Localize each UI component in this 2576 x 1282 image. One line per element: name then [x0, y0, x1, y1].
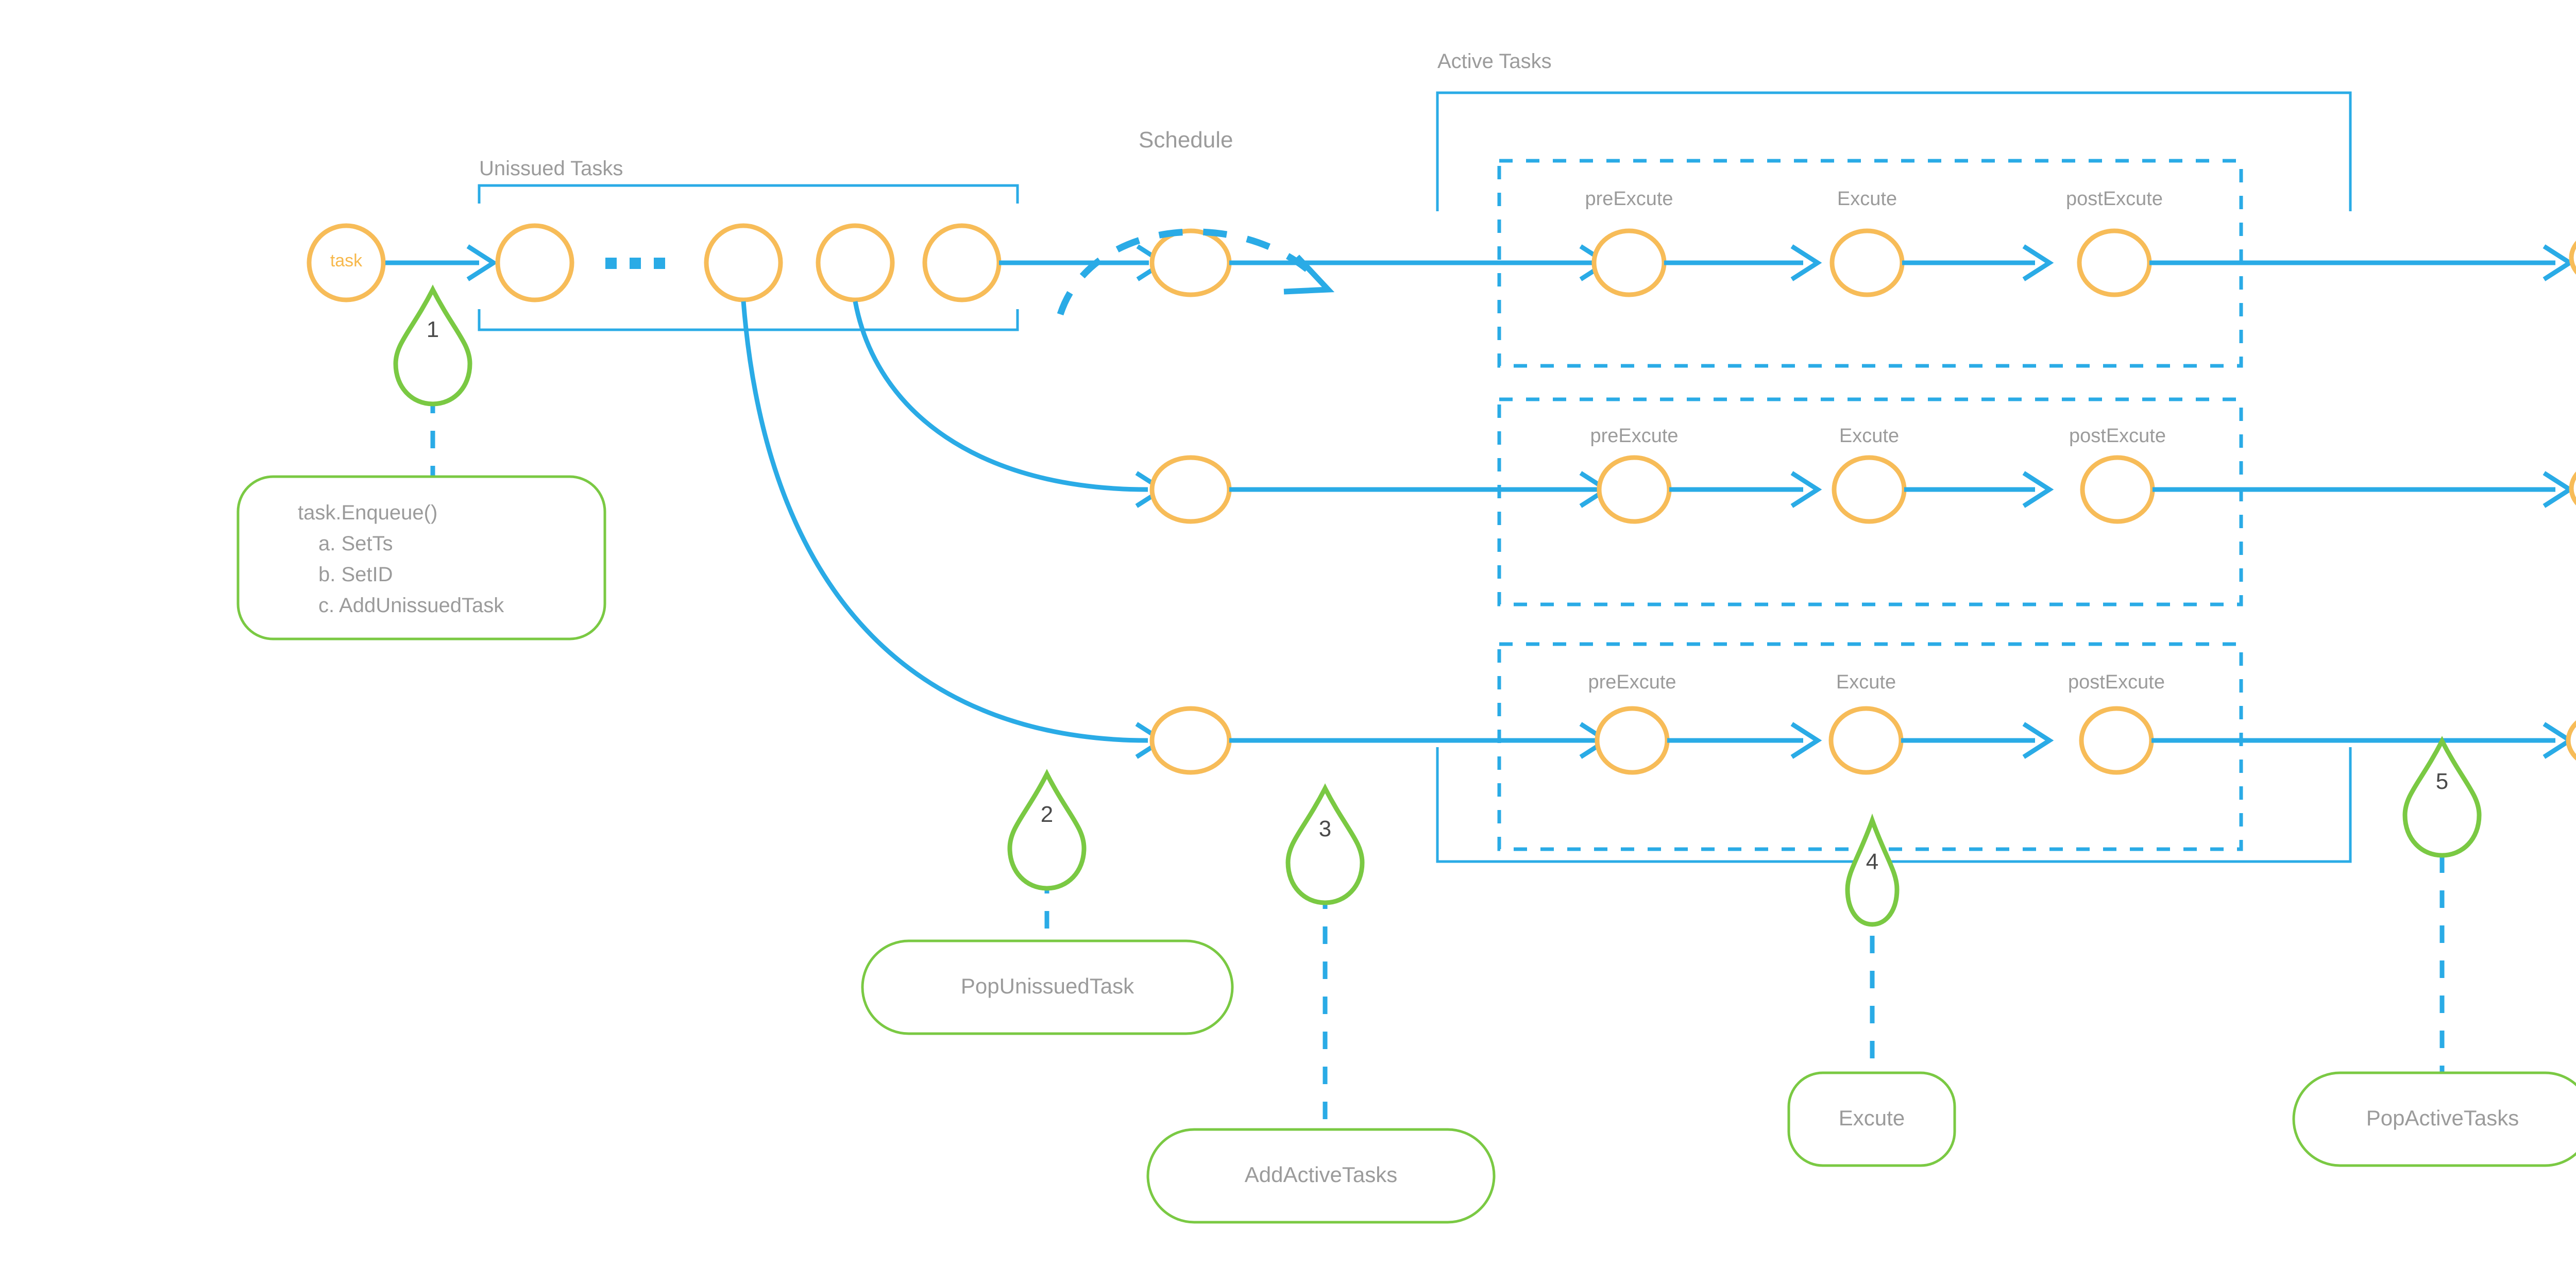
callout-add-active[interactable]	[1146, 1128, 1496, 1224]
row3-prexecute-label: preExcute	[1588, 671, 1676, 693]
callout-excute[interactable]	[1787, 1071, 1956, 1167]
unissued-tasks-label: Unissued Tasks	[479, 157, 623, 180]
callout-pop-unissued[interactable]	[861, 939, 1234, 1035]
marker-4[interactable]	[1845, 813, 1900, 1087]
marker-1-number: 1	[426, 317, 439, 342]
marker-4-number: 4	[1866, 849, 1879, 874]
flow-unissued-to-row3	[741, 301, 1167, 759]
callout-enqueue-content: task.Enqueue() a. SetTs b. SetID c. AddU…	[298, 497, 504, 621]
marker-5-number: 5	[2435, 769, 2449, 794]
row-2	[1229, 397, 2576, 606]
marker-2-number: 2	[1040, 802, 1054, 827]
callout-add-active-label: AddActiveTasks	[1244, 1162, 1398, 1187]
row1-prexecute-label: preExcute	[1585, 188, 1673, 210]
callout-enqueue-title: task.Enqueue()	[298, 501, 438, 524]
active-tasks-label: Active Tasks	[1437, 50, 1552, 73]
callout-enqueue-step-b: b. SetID	[318, 563, 393, 586]
row1-excute-label: Excute	[1837, 188, 1897, 210]
active-tasks-bracket	[1436, 91, 2352, 863]
marker-3[interactable]	[1285, 783, 1365, 1146]
ellipsis-dots-icon	[605, 258, 665, 269]
callout-enqueue-step-a: a. SetTs	[318, 532, 393, 555]
callout-enqueue[interactable]	[236, 475, 606, 640]
task-node-label: task	[330, 251, 363, 271]
marker-5[interactable]	[2402, 736, 2482, 1072]
row3-postexcute-label: postExcute	[2068, 671, 2165, 693]
row-1	[1229, 159, 2576, 368]
arrow-task-to-unissued	[385, 244, 498, 281]
marker-3-number: 3	[1318, 816, 1332, 841]
row2-postexcute-label: postExcute	[2069, 425, 2166, 447]
schedule-label: Schedule	[1139, 127, 1233, 153]
callout-pop-unissued-label: PopUnissuedTask	[960, 974, 1134, 998]
task-source-node[interactable]	[307, 223, 386, 302]
schedule-arc-arrow	[1057, 228, 1335, 316]
row2-excute-label: Excute	[1839, 425, 1900, 447]
callout-excute-label: Excute	[1838, 1106, 1905, 1130]
callout-enqueue-step-c: c. AddUnissuedTask	[318, 594, 504, 617]
row-entry-nodes[interactable]	[1149, 228, 1232, 775]
marker-1[interactable]	[393, 284, 472, 477]
unissued-task-nodes[interactable]	[495, 223, 1002, 302]
row1-postexcute-label: postExcute	[2066, 188, 2163, 210]
flow-unissued-to-row2	[853, 301, 1167, 508]
callout-pop-active-label: PopActiveTasks	[2366, 1106, 2519, 1130]
marker-2[interactable]	[1007, 769, 1087, 958]
callout-pop-active[interactable]	[2292, 1071, 2576, 1167]
row3-excute-label: Excute	[1836, 671, 1896, 693]
row2-prexecute-label: preExcute	[1590, 425, 1679, 447]
